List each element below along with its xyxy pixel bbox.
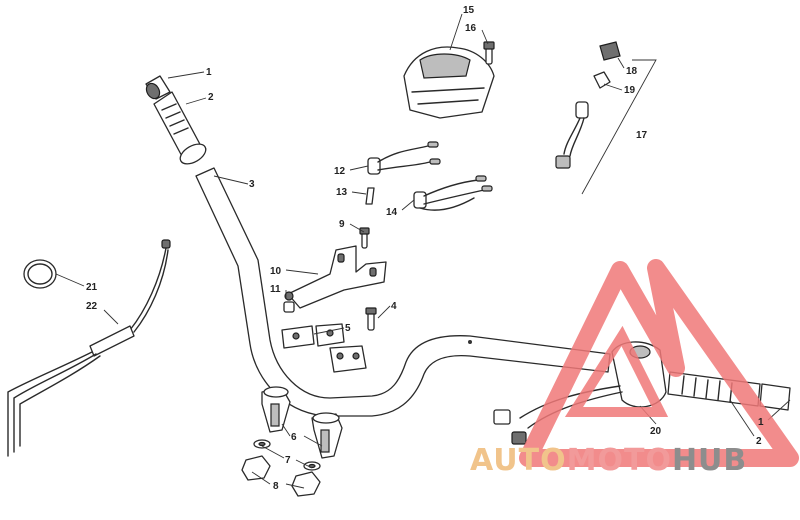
callout-2-top: 2 [208,92,214,103]
nut-right [291,471,321,497]
callout-5: 5 [345,323,351,334]
callout-10: 10 [270,266,282,277]
callout-14: 14 [386,207,398,218]
right-grip-end-cap [759,383,791,411]
wire-clip [365,187,375,205]
callout-11: 11 [270,284,281,295]
watermark-moto: MOTO [567,443,672,478]
washer-right [303,461,321,471]
switch-harness [555,101,589,169]
watermark-hub: HUB [672,443,747,478]
riser-right [311,412,343,459]
bar-clamp-lower [329,345,367,373]
callout-1-bottom: 1 [758,417,764,428]
cover-screw [483,41,495,65]
callout-9: 9 [339,219,345,230]
watermark-auto: AUTO [470,443,567,478]
callout-12: 12 [334,166,346,177]
callout-7: 7 [285,455,291,466]
switch-knob [599,41,621,61]
callout-2-bottom: 2 [756,436,762,447]
callout-3: 3 [249,179,255,190]
callout-15: 15 [463,5,475,16]
leader-lines [55,13,791,489]
callout-21: 21 [86,282,98,293]
clamp-bolt [365,307,377,331]
throttle-wiring [493,385,623,445]
callout-1-top: 1 [206,67,212,78]
heater-element-lower [413,175,493,211]
washer-left [253,439,271,449]
watermark-text: AUTOMOTOHUB [470,443,747,478]
riser-left [261,386,291,433]
heater-element-upper [367,141,441,175]
handlebar [195,167,611,417]
callout-labels: 1 2 3 4 5 6 7 8 9 10 11 12 13 14 15 16 1… [86,5,764,492]
mounting-bracket [287,245,387,309]
callout-16: 16 [465,23,477,34]
left-grip [153,91,207,165]
callout-18: 18 [626,66,638,77]
switch-nut [593,71,611,89]
callout-19: 19 [624,85,636,96]
bracket-bolt [359,227,370,249]
nut-left [241,455,271,481]
cable-clamp [23,259,57,289]
throttle-cable [7,239,171,457]
callout-20: 20 [650,426,662,437]
callout-8: 8 [273,481,279,492]
bracket-screw [283,291,295,313]
watermark-logo [519,259,799,467]
callout-22: 22 [86,301,98,312]
callout-13: 13 [336,187,348,198]
left-grip-end-cap [145,75,171,100]
bar-clamp-upper [281,323,345,349]
callout-6: 6 [291,432,297,443]
handlebar-cover [403,46,495,119]
callout-17: 17 [636,130,648,141]
callout-4: 4 [391,301,397,312]
